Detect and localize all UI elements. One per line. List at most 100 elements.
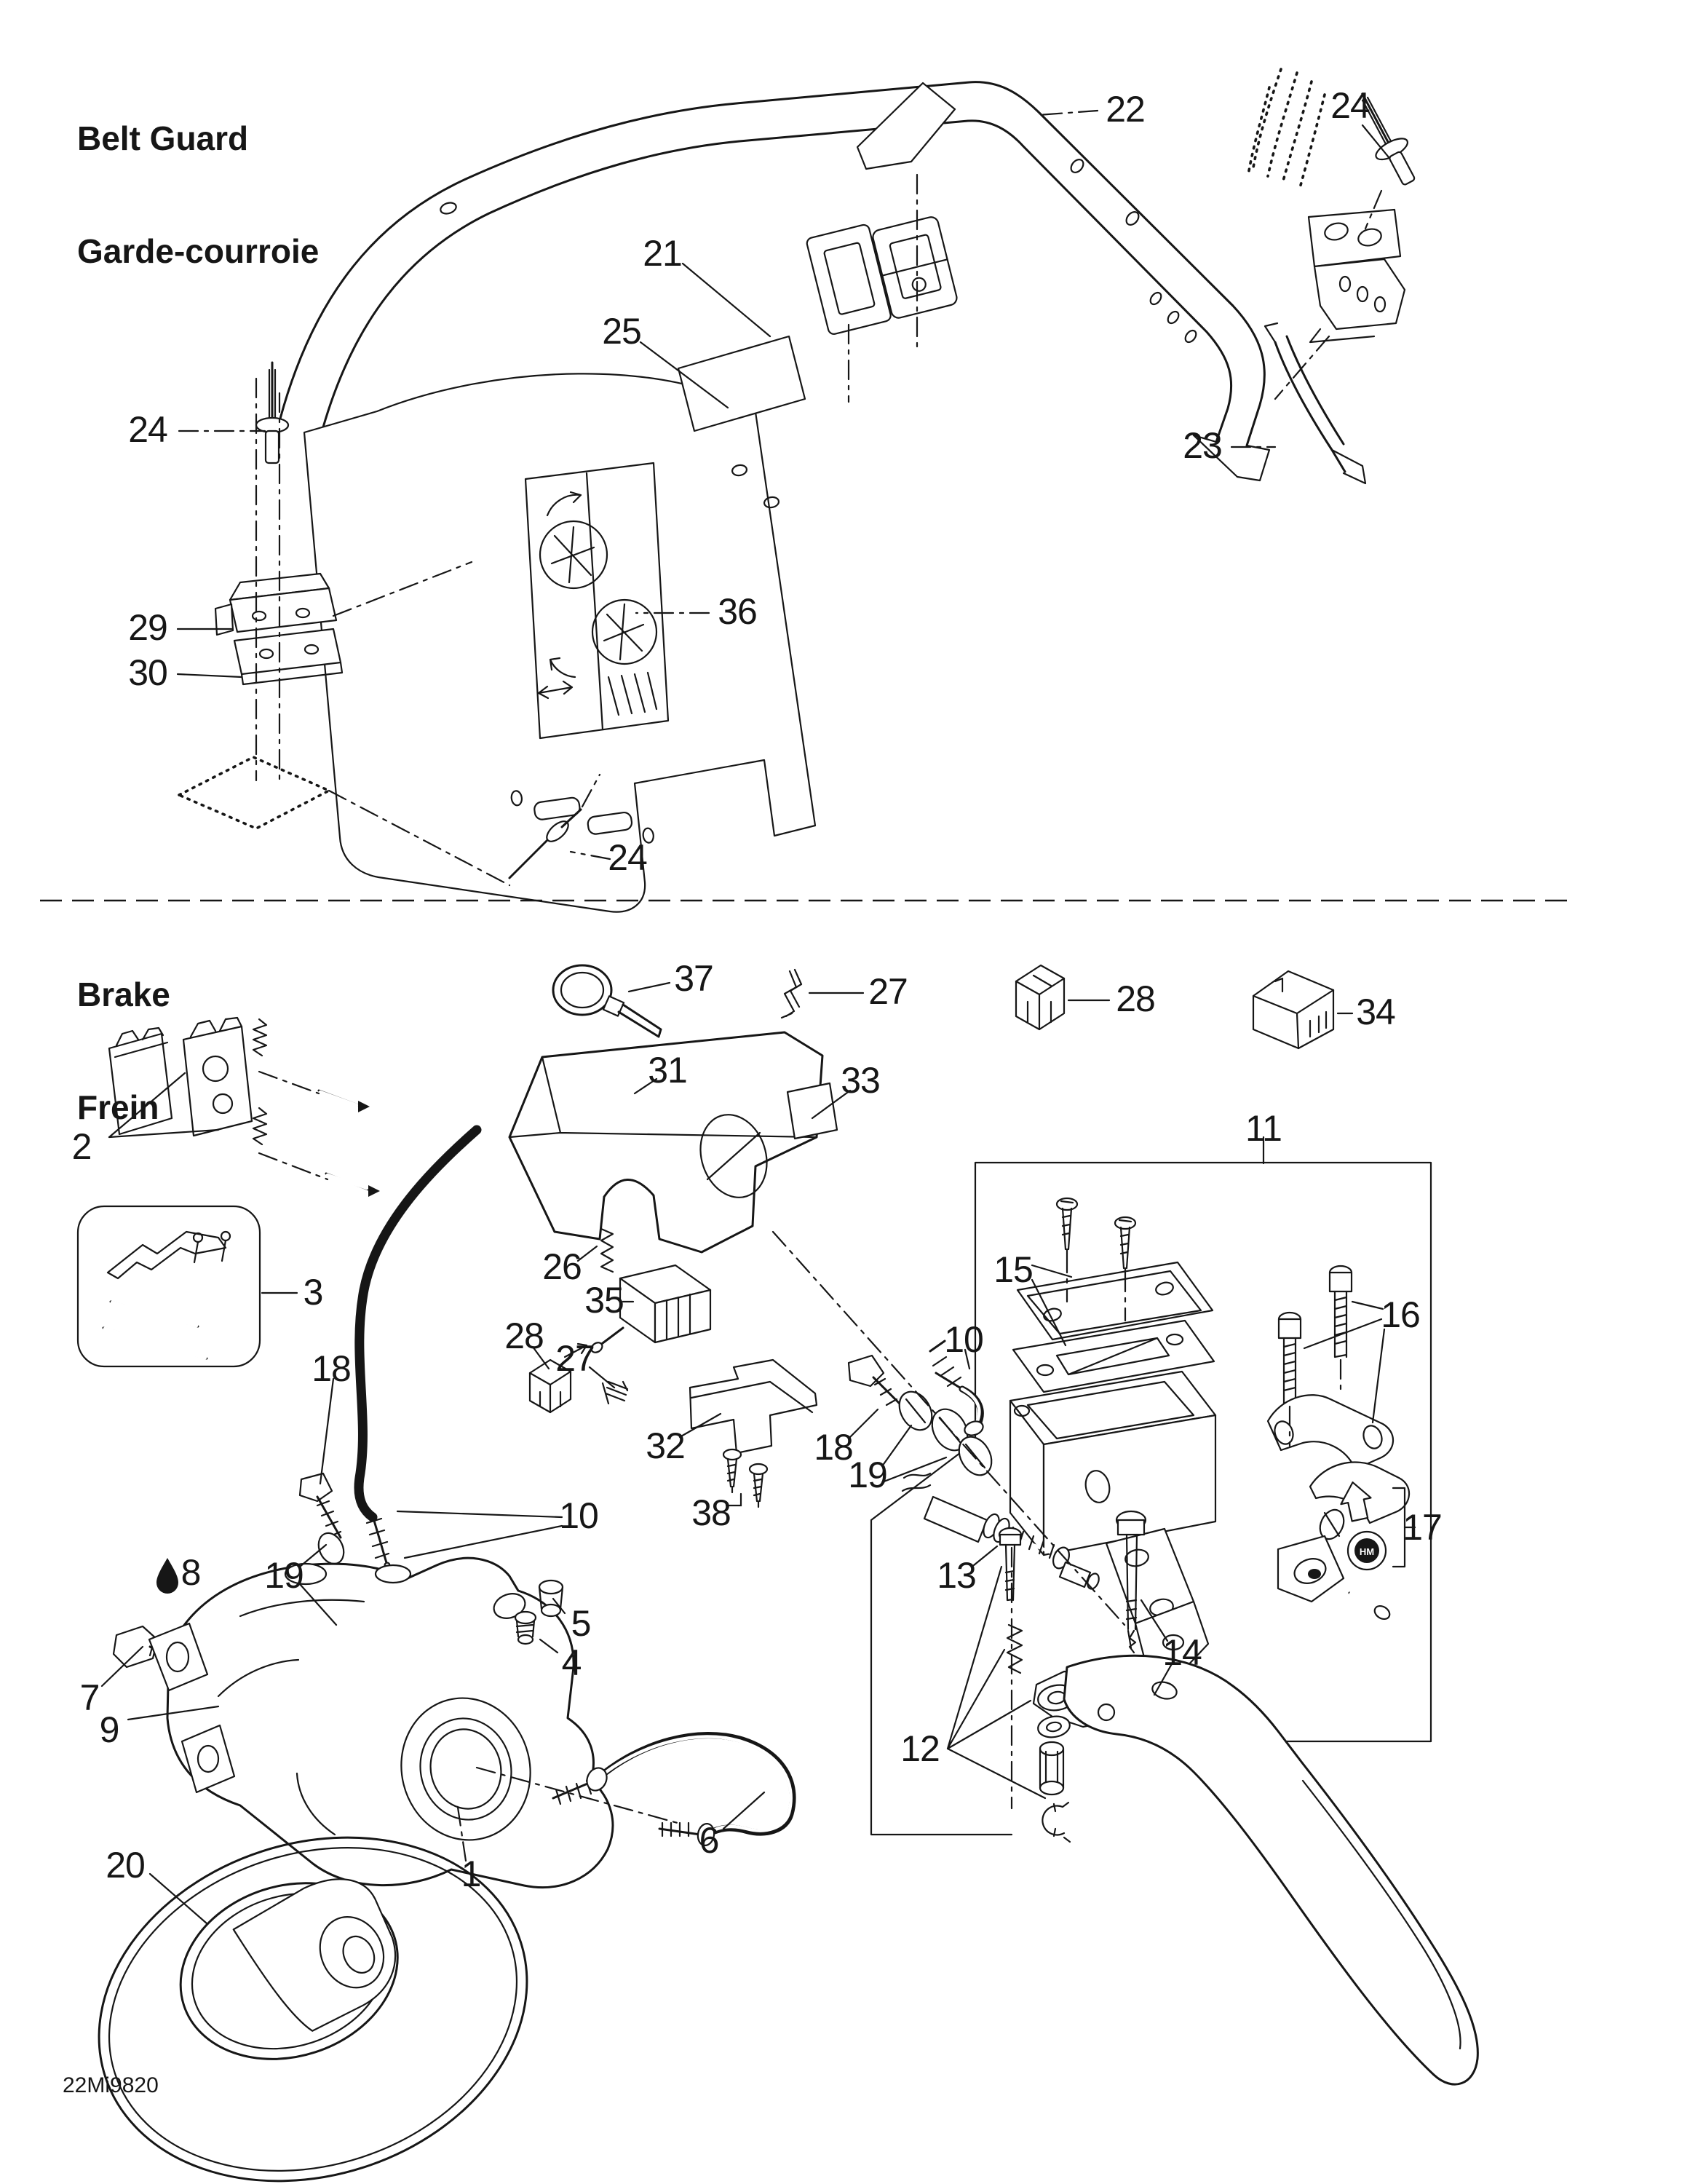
belt-guard-section-title: Belt Guard Garde-courroie [77, 45, 319, 345]
belt-guard-title-fr: Garde-courroie [77, 232, 320, 270]
callout-brake-18: 18 [312, 1348, 352, 1389]
guard-latch [806, 216, 958, 335]
brake-title-fr: Frein [77, 1088, 159, 1126]
callout-brake-20: 20 [106, 1845, 146, 1886]
callout-brake-7: 7 [79, 1677, 100, 1718]
cable-tie-37 [552, 964, 662, 1038]
callout-brake-13: 13 [937, 1555, 977, 1596]
callout-brake-11: 11 [1245, 1108, 1282, 1149]
callout-belt-guard-24: 24 [608, 837, 648, 878]
bracket-24-target [1307, 208, 1406, 344]
fur-texture [1247, 68, 1326, 189]
callout-brake-9: 9 [99, 1709, 120, 1750]
callout-belt-guard-30: 30 [128, 652, 168, 693]
callout-brake-35: 35 [584, 1280, 624, 1321]
clamp-bolts-16 [1277, 1265, 1353, 1405]
brake-caliper-1 [148, 1556, 614, 1889]
mount-footprint [175, 756, 333, 830]
callout-brake-37: 37 [674, 958, 714, 999]
hm-cap-decal: HM [1360, 1546, 1374, 1557]
assembly-box-11 [870, 1161, 1432, 1836]
belt-guard-leaders [176, 124, 1390, 678]
brake-leaders [100, 981, 1416, 1925]
callout-brake-6: 6 [699, 1820, 720, 1861]
callout-brake-12: 12 [900, 1728, 940, 1769]
callout-belt-guard-24: 24 [1330, 85, 1370, 126]
callout-brake-34: 34 [1356, 992, 1396, 1032]
grommet-17-group: HM [1277, 1481, 1406, 1621]
bracket-32 [689, 1358, 818, 1455]
callout-brake-8: 8 [181, 1552, 202, 1593]
strap-23 [1264, 322, 1367, 485]
callout-brake-19: 19 [264, 1555, 304, 1596]
callout-brake-15: 15 [993, 1249, 1034, 1290]
bushing-5 [538, 1579, 564, 1618]
warning-decal-36 [524, 462, 670, 740]
callout-brake-38: 38 [691, 1492, 731, 1533]
switch-cover-31 [508, 1031, 824, 1254]
callout-brake-10: 10 [559, 1495, 599, 1536]
document-code: 22Mi9820 [63, 2073, 159, 2097]
belt-guard-axis-lines [255, 173, 1383, 887]
plate-30 [233, 628, 344, 686]
brake-pads-2 [108, 1016, 380, 1197]
hardware-kit-3 [76, 1205, 261, 1368]
guard-bottom-slots [510, 790, 654, 844]
screws-38 [722, 1448, 769, 1508]
brake-axis-lines [258, 1070, 1342, 1862]
callout-belt-guard-22: 22 [1106, 89, 1146, 130]
callout-brake-2: 2 [71, 1126, 92, 1167]
callout-brake-10: 10 [944, 1319, 984, 1360]
callout-brake-28: 28 [1116, 978, 1156, 1019]
callout-belt-guard-36: 36 [718, 591, 758, 632]
callout-brake-3: 3 [303, 1272, 324, 1313]
callout-brake-33: 33 [841, 1060, 881, 1101]
banjo-bolt-18-caliper [298, 1472, 342, 1539]
callout-brake-14: 14 [1162, 1632, 1202, 1673]
rivet-24-top-right [1361, 92, 1416, 186]
callout-belt-guard-25: 25 [602, 311, 642, 352]
callout-brake-4: 4 [561, 1642, 582, 1683]
brake-section-title: Brake Frein [77, 901, 170, 1201]
callout-brake-5: 5 [571, 1603, 592, 1644]
reservoir-screws [1055, 1197, 1137, 1274]
brake-hose-upper [354, 1125, 482, 1522]
callout-brake-31: 31 [648, 1050, 688, 1091]
belt-guard-dash-leaders [178, 109, 1277, 860]
callout-brake-27: 27 [555, 1338, 595, 1379]
brake-disc-20 [98, 1836, 528, 2183]
callout-brake-18: 18 [814, 1427, 854, 1468]
decal-33 [786, 1082, 838, 1140]
callout-belt-guard-29: 29 [128, 607, 168, 648]
callout-brake-27: 27 [868, 971, 908, 1012]
callout-brake-28: 28 [504, 1315, 544, 1356]
callout-brake-16: 16 [1381, 1294, 1421, 1335]
connector-28-top [1015, 964, 1066, 1031]
callout-brake-32: 32 [646, 1425, 686, 1466]
belt-guard-title-en: Belt Guard [77, 119, 249, 158]
brake-title-en: Brake [77, 976, 170, 1014]
rivet-24-bottom [508, 808, 582, 879]
reservoir-gasket-15 [1012, 1319, 1215, 1393]
connector-28-mid [528, 1358, 572, 1414]
decal-22 [856, 82, 956, 170]
hose-end-10-mc [929, 1340, 984, 1436]
callout-brake-1: 1 [461, 1853, 482, 1894]
callout-brake-17: 17 [1403, 1507, 1443, 1548]
connector-34 [1252, 970, 1335, 1050]
decal-25 [677, 335, 806, 432]
brake-light-switch-35 [563, 1264, 712, 1358]
reservoir-body-11 [1009, 1370, 1217, 1670]
callout-brake-26: 26 [542, 1246, 582, 1287]
brake-lever [1063, 1654, 1479, 2086]
callout-belt-guard-23: 23 [1183, 425, 1223, 466]
clip-27-mid [601, 1380, 629, 1405]
spring-26 [600, 1222, 614, 1273]
crossover-hose-6 [552, 1732, 796, 1846]
grease-drop-icon [156, 1558, 178, 1594]
callout-belt-guard-21: 21 [643, 233, 683, 274]
bleeder-4 [514, 1610, 537, 1645]
